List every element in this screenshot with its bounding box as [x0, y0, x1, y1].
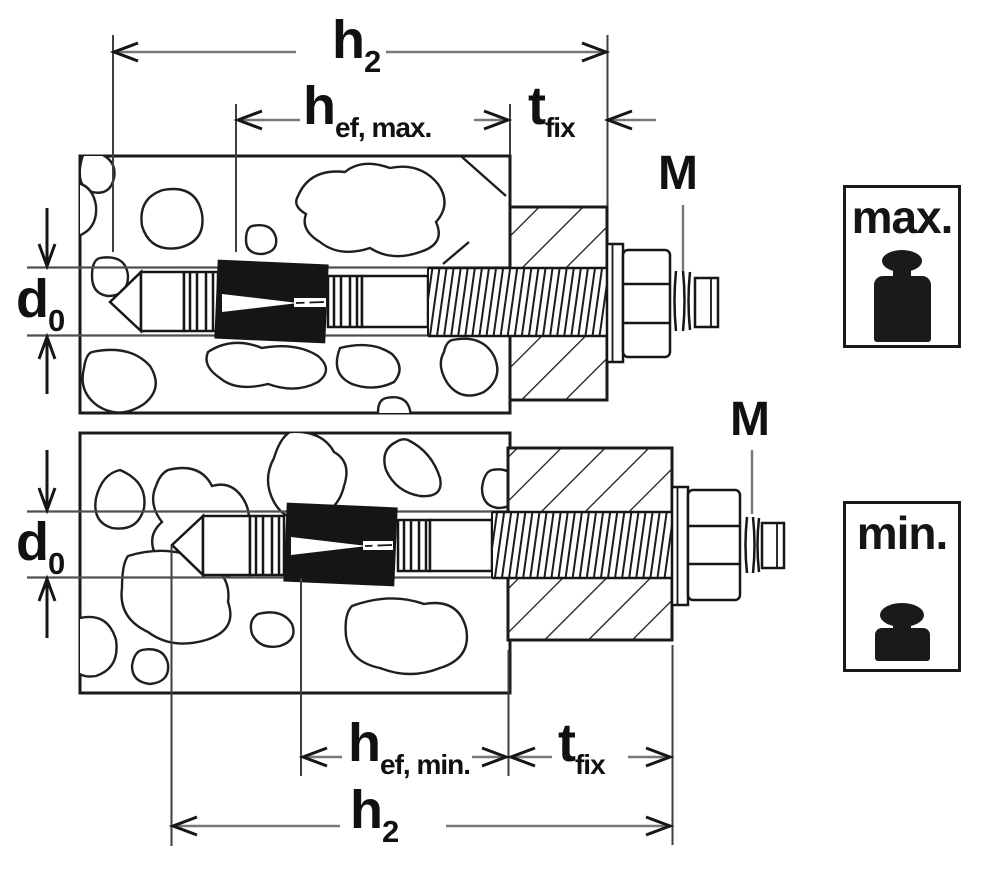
dim-d0-bottom-sub: 0	[48, 545, 65, 581]
dim-h2-sub: 2	[364, 43, 381, 79]
dim-label-tfix-bottom: tfix	[558, 713, 606, 778]
threaded-section	[427, 266, 607, 338]
dim-d0-sub: 0	[48, 302, 65, 338]
weight-min-icon	[874, 603, 930, 661]
top-dimension-lines	[37, 35, 685, 394]
collar-rings	[248, 514, 286, 577]
m-top-text: M	[658, 147, 698, 200]
hex-nut	[686, 488, 742, 602]
dim-h2-base: h	[332, 10, 365, 70]
expansion-clip	[214, 259, 329, 344]
arrowheads	[37, 41, 633, 394]
dim-hef-max-base: h	[303, 76, 336, 136]
bolt-end-stub	[760, 521, 786, 570]
top-anchor-bolt	[108, 242, 720, 364]
weight-knob	[882, 250, 922, 272]
hex-nut	[621, 248, 672, 359]
weight-neck	[893, 619, 911, 629]
dim-tfix-base: t	[528, 76, 546, 136]
collar-rings	[396, 518, 432, 573]
bottom-assembly	[27, 431, 786, 846]
dim-label-hef-max: hef, max.	[303, 76, 432, 141]
threaded-section	[491, 510, 672, 580]
bottom-anchor-bolt	[170, 485, 786, 607]
dim-label-m-bottom: M	[730, 396, 770, 444]
bottom-aggregate-blobs	[80, 433, 510, 686]
bottom-dimension-lines	[37, 450, 754, 846]
protruding-thread	[744, 516, 761, 574]
weight-max-icon	[873, 250, 931, 342]
anchor-shaft	[360, 274, 430, 329]
dim-hef-min-sub: ef, min.	[380, 748, 471, 780]
dim-label-m-top: M	[658, 150, 698, 198]
dim-hef-max-sub: ef, max.	[335, 111, 432, 143]
weight-body	[873, 276, 931, 342]
dim-h2-bottom-base: h	[350, 780, 383, 840]
dim-tfix-sub: fix	[544, 111, 576, 143]
dim-h2-bottom-sub: 2	[382, 813, 399, 849]
dim-tfix-bottom-sub: fix	[574, 748, 606, 780]
washer	[670, 485, 690, 607]
weight-body	[874, 628, 930, 661]
dim-hef-min-base: h	[348, 713, 381, 773]
anchor-shaft	[428, 518, 494, 573]
dim-d0-base: d	[16, 269, 49, 329]
bolt-end-stub	[693, 276, 720, 329]
dim-label-hef-min: hef, min.	[348, 713, 471, 778]
dim-label-d0-bottom: d0	[16, 512, 65, 579]
top-aggregate-blobs	[80, 156, 507, 413]
protruding-thread	[673, 270, 692, 332]
max-badge-label: max.	[851, 191, 954, 243]
dim-label-d0-top: d0	[16, 269, 65, 336]
anchor-shaft	[201, 514, 252, 577]
m-bottom-text: M	[730, 393, 770, 446]
min-load-badge: min.	[843, 501, 961, 672]
washer	[605, 242, 625, 364]
arrowheads	[37, 450, 675, 837]
min-badge-label: min.	[856, 507, 949, 559]
max-load-badge: max.	[843, 185, 961, 348]
dim-label-tfix-top: tfix	[528, 76, 576, 141]
collar-rings	[326, 274, 364, 329]
weight-neck	[893, 265, 911, 278]
expansion-clip	[283, 502, 398, 587]
anchor-shaft	[139, 270, 186, 333]
dim-label-h2-bottom: h2	[350, 780, 399, 847]
dim-tfix-bottom-base: t	[558, 713, 576, 773]
collar-rings	[182, 270, 220, 333]
top-assembly	[27, 35, 720, 415]
dim-d0-bottom-base: d	[16, 512, 49, 572]
dim-label-h2-top: h2	[332, 10, 381, 77]
